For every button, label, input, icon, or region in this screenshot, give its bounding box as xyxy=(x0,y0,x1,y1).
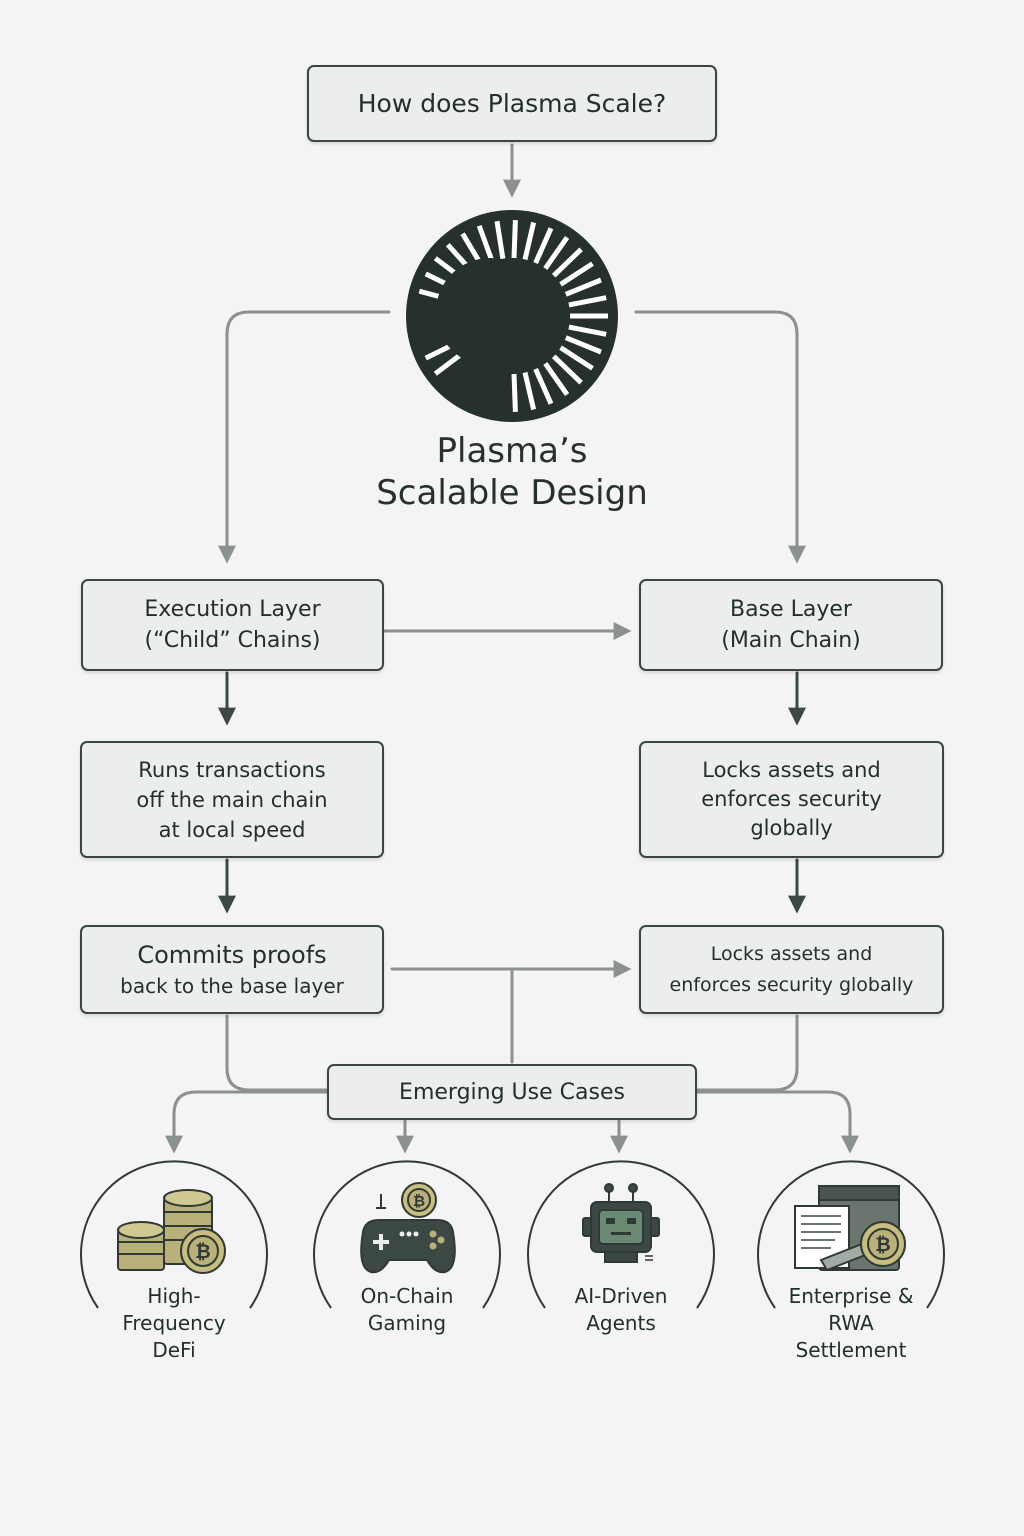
title-text: How does Plasma Scale? xyxy=(357,89,667,118)
base-detail-line2: enforces security xyxy=(701,787,882,811)
logo-ray xyxy=(511,373,518,412)
logo-ray xyxy=(511,220,518,259)
use-case-arc xyxy=(80,1160,268,1309)
logo-ray xyxy=(543,235,570,270)
base-detail-line3: globally xyxy=(750,816,833,840)
execution-detail-line3: at local speed xyxy=(158,817,306,842)
svg-text:₿: ₿ xyxy=(875,1234,890,1256)
svg-text:₿: ₿ xyxy=(413,1192,425,1210)
logo-ray xyxy=(522,221,537,261)
logo-ray xyxy=(494,220,506,260)
plasma-logo-icon xyxy=(406,210,618,422)
use-case-arc xyxy=(527,1160,715,1309)
logo-ray xyxy=(551,247,583,278)
logo-ray xyxy=(533,227,554,265)
logo-ray xyxy=(476,224,495,263)
design-title: Plasma’s Scalable Design xyxy=(312,430,712,514)
logo-ray xyxy=(559,345,594,371)
logo-ray xyxy=(564,335,602,355)
use-case-defi-label: High- Frequency DeFi xyxy=(122,1284,226,1362)
use-case-gaming-label: On-Chain Gaming xyxy=(360,1284,454,1335)
use-case-arc xyxy=(313,1160,501,1309)
base-layer-title: Base Layer xyxy=(730,597,852,622)
commits-proofs-box: Commits proofs back to the base layer xyxy=(80,925,384,1014)
logo-ray xyxy=(522,371,537,411)
commits-proofs-line1: Commits proofs xyxy=(137,940,327,969)
use-cases-title: Emerging Use Cases xyxy=(399,1079,625,1105)
base-detail-line1: Locks assets and xyxy=(702,758,881,782)
base-detail-2-line1: Locks assets and xyxy=(710,942,873,965)
base-layer-box: Base Layer (Main Chain) xyxy=(639,579,943,671)
use-case-gaming: ₿ On-Chain Gaming xyxy=(312,1160,502,1380)
commits-proofs-line2: back to the base layer xyxy=(120,973,344,998)
logo-ray xyxy=(533,367,554,405)
use-case-ai-agents: AI-Driven Agents xyxy=(526,1160,716,1380)
title-box: How does Plasma Scale? xyxy=(307,65,717,142)
logo-ray xyxy=(543,362,570,397)
svg-text:₿: ₿ xyxy=(195,1241,210,1263)
execution-detail-line1: Runs transactions xyxy=(138,757,326,782)
logo-ray xyxy=(568,324,607,337)
logo-ray xyxy=(551,354,583,385)
use-case-arc xyxy=(757,1160,945,1309)
robot-icon xyxy=(582,1183,660,1263)
logo-ray xyxy=(568,295,607,308)
base-layer-subtitle: (Main Chain) xyxy=(721,628,861,653)
document-vault-bitcoin-icon: ₿ xyxy=(794,1185,906,1272)
use-cases-box: Emerging Use Cases xyxy=(327,1064,697,1120)
execution-layer-subtitle: (“Child” Chains) xyxy=(144,628,321,653)
execution-detail-line2: off the main chain xyxy=(136,787,328,812)
use-case-enterprise-label: Enterprise & RWA Settlement xyxy=(788,1284,914,1362)
base-detail-box-2: Locks assets and enforces security globa… xyxy=(639,925,944,1014)
base-detail-2-line2: enforces security globally xyxy=(669,973,914,996)
design-title-line1: Plasma’s xyxy=(436,431,588,471)
logo-ray xyxy=(564,277,602,297)
base-detail-box: Locks assets and enforces security globa… xyxy=(639,741,944,858)
coin-stack-bitcoin-icon: ₿ xyxy=(117,1189,226,1274)
use-case-defi: ₿ High- Frequency DeFi xyxy=(79,1160,269,1380)
execution-layer-box: Execution Layer (“Child” Chains) xyxy=(81,579,384,671)
design-title-line2: Scalable Design xyxy=(376,473,648,513)
use-case-enterprise: ₿ Enterprise & RWA Settlement xyxy=(756,1160,946,1380)
execution-detail-box: Runs transactions off the main chain at … xyxy=(80,741,384,858)
execution-layer-title: Execution Layer xyxy=(144,597,321,622)
gamepad-bitcoin-icon: ₿ xyxy=(360,1182,456,1274)
logo-ray xyxy=(559,261,594,287)
use-case-ai-label: AI-Driven Agents xyxy=(574,1284,668,1335)
